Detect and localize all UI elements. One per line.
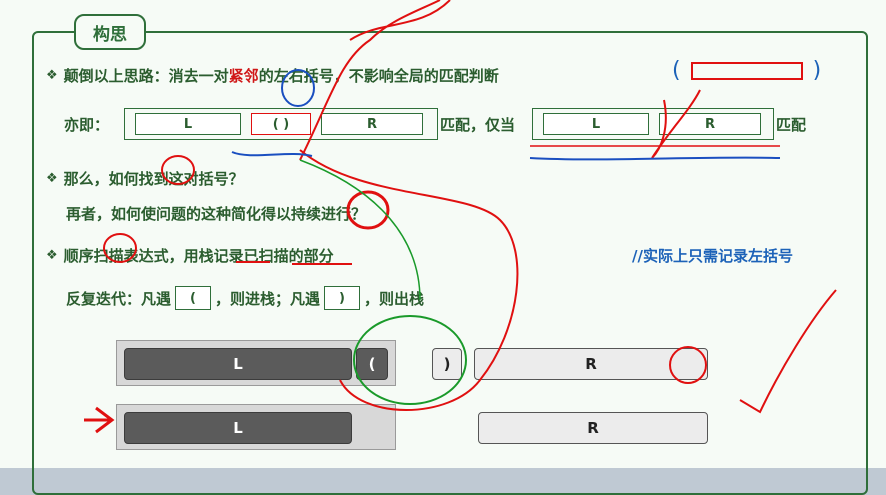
bullet-line-5: ❖ 顺序扫描表达式，用栈记录已扫描的部分	[46, 245, 334, 266]
line1-post: 的左右括号，不影响全局的匹配判断	[258, 67, 499, 85]
expr2-box-L: L	[543, 113, 649, 135]
line3-text: 那么，如何找到这对括号？	[63, 170, 244, 188]
stack-bar-2: L	[124, 412, 352, 444]
bullet-line-3: ❖ 那么，如何找到这对括号？	[46, 168, 244, 189]
expr1-box-R: R	[321, 113, 423, 135]
bracket-red-box	[690, 61, 803, 80]
remaining-input-1: R	[474, 348, 708, 380]
diamond-bullet-icon: ❖	[46, 68, 58, 83]
bracket-illustration: ( )	[672, 58, 821, 83]
slide-title: 构思	[74, 14, 146, 50]
expression-group-1: L ( ) R	[124, 108, 438, 140]
expr1-box-paren: ( )	[251, 113, 311, 135]
bracket-right: )	[812, 58, 822, 83]
remaining-input-2: R	[478, 412, 708, 444]
line5-text: 顺序扫描表达式，用栈记录已扫描的部分	[63, 247, 334, 265]
incoming-right-paren: )	[432, 348, 462, 380]
line6: 反复迭代：凡遇 ( ，则进栈；凡遇 ) ，则出栈	[66, 286, 424, 310]
diamond-bullet-icon: ❖	[46, 248, 58, 263]
line6-open-paren-box: (	[175, 286, 212, 310]
expr1-box-L: L	[135, 113, 241, 135]
line1-highlight: 紧邻	[228, 67, 259, 85]
expression-group-2: L R	[532, 108, 774, 140]
line4-text: 再者，如何使问题的这种简化得以持续进行？	[66, 205, 367, 223]
line6-a: 反复迭代：凡遇	[66, 289, 172, 308]
line1-pre: 颠倒以上思路：消去一对	[63, 67, 229, 85]
diamond-bullet-icon: ❖	[46, 171, 58, 186]
line2-prefix: 亦即：	[64, 116, 110, 134]
bracket-left: (	[672, 58, 681, 83]
line2-mid: 匹配，仅当	[440, 116, 516, 134]
bullet-line-1: ❖ 颠倒以上思路：消去一对 紧邻 的左右括号，不影响全局的匹配判断	[46, 65, 499, 86]
expr2-box-R: R	[659, 113, 761, 135]
line2-suffix: 匹配	[776, 116, 807, 134]
stack-bar-1: L	[124, 348, 352, 380]
stack-top-left-paren: (	[356, 348, 388, 380]
line6-close-paren-box: )	[324, 286, 361, 310]
line6-b: ，则进栈；凡遇	[215, 289, 321, 308]
comment-text: //实际上只需记录左括号	[632, 247, 793, 265]
line6-c: ，则出栈	[364, 289, 425, 308]
